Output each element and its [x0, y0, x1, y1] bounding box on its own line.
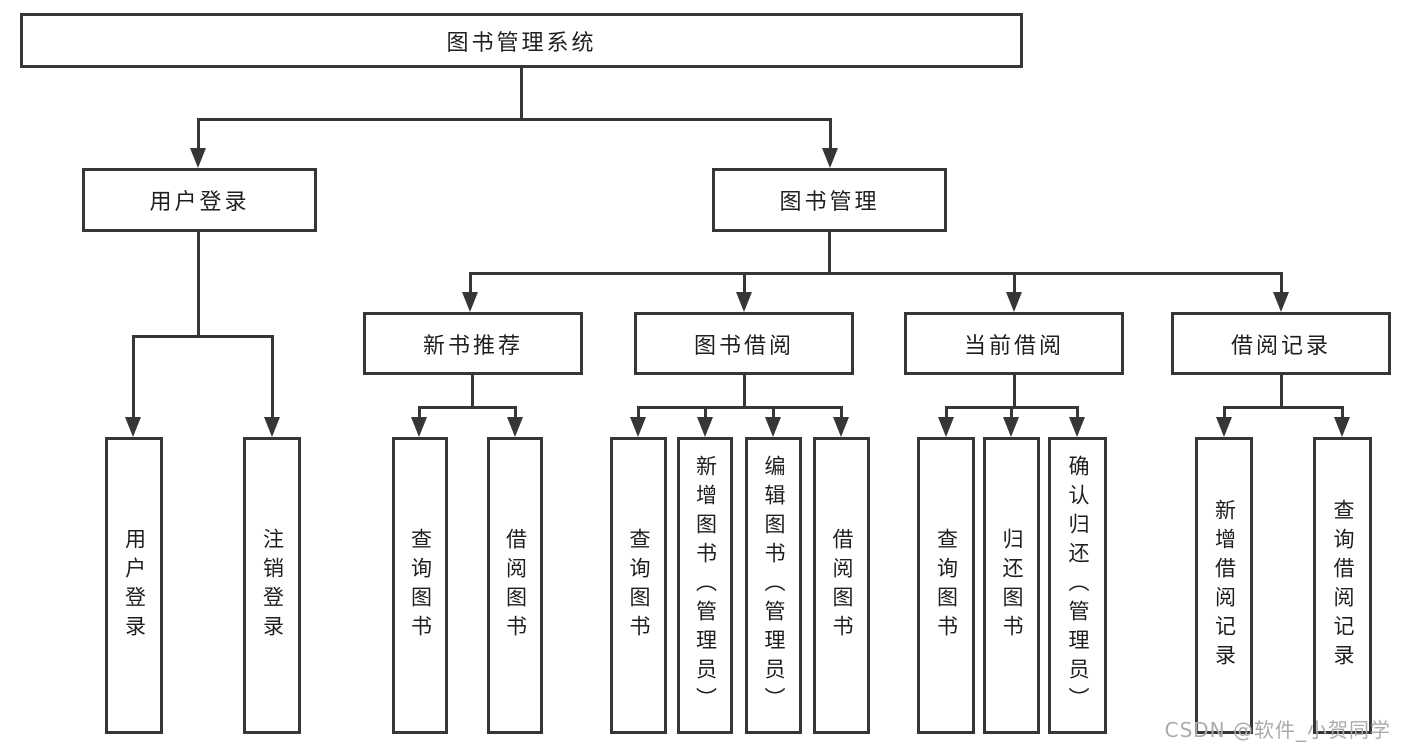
node-root-system: 图书管理系统: [20, 13, 1023, 68]
leaf-borrow-add-books-admin: 新增图书（管理员）: [677, 437, 733, 734]
connector-mgmt-drop: [469, 272, 472, 294]
connector-borrow-bar: [637, 406, 841, 409]
connector-current-drop: [945, 406, 948, 419]
connector-current-drop: [1076, 406, 1079, 419]
connector-mgmt-drop: [1013, 272, 1016, 294]
arrowhead-icon: [765, 417, 781, 437]
node-user-login: 用户登录: [82, 168, 317, 232]
connector-records-drop: [1223, 406, 1226, 419]
connector-borrow-stub: [743, 375, 746, 408]
connector-borrow-drop: [840, 406, 843, 419]
connector-login-drop: [132, 335, 135, 419]
connector-borrow-drop: [704, 406, 707, 419]
leaf-records-query-record: 查询借阅记录: [1313, 437, 1372, 734]
connector-login-bar: [132, 335, 274, 338]
arrowhead-icon: [411, 417, 427, 437]
arrowhead-icon: [736, 292, 752, 312]
arrowhead-icon: [822, 148, 838, 168]
connector-root-drop-left: [197, 118, 200, 150]
arrowhead-icon: [833, 417, 849, 437]
leaf-borrow-borrow-books: 借阅图书: [813, 437, 870, 734]
connector-mgmt-bar: [469, 272, 1283, 275]
arrowhead-icon: [630, 417, 646, 437]
connector-records-bar: [1223, 406, 1343, 409]
connector-borrow-drop: [772, 406, 775, 419]
arrowhead-icon: [1069, 417, 1085, 437]
arrowhead-icon: [125, 417, 141, 437]
connector-recommend-drop: [514, 406, 517, 419]
arrowhead-icon: [1003, 417, 1019, 437]
leaf-records-add-record: 新增借阅记录: [1195, 437, 1253, 734]
leaf-current-return-books: 归还图书: [983, 437, 1040, 734]
connector-recommend-bar: [418, 406, 517, 409]
leaf-borrow-query-books: 查询图书: [610, 437, 667, 734]
leaf-borrow-edit-books-admin: 编辑图书（管理员）: [745, 437, 802, 734]
node-current-borrowing: 当前借阅: [904, 312, 1124, 375]
arrowhead-icon: [1273, 292, 1289, 312]
csdn-watermark: CSDN @软件_小贺同学: [1164, 718, 1391, 742]
leaf-logout: 注销登录: [243, 437, 301, 734]
arrowhead-icon: [1006, 292, 1022, 312]
connector-root-drop-right: [829, 118, 832, 150]
arrowhead-icon: [1216, 417, 1232, 437]
node-book-management: 图书管理: [712, 168, 947, 232]
arrowhead-icon: [507, 417, 523, 437]
connector-mgmt-stub: [828, 232, 831, 274]
connector-records-stub: [1280, 375, 1283, 408]
connector-root-stub: [520, 68, 523, 118]
arrowhead-icon: [264, 417, 280, 437]
node-borrowing-records: 借阅记录: [1171, 312, 1391, 375]
connector-root-bar: [198, 118, 832, 121]
node-new-book-recommend: 新书推荐: [363, 312, 583, 375]
connector-mgmt-drop: [743, 272, 746, 294]
connector-borrow-drop: [637, 406, 640, 419]
connector-mgmt-drop: [1280, 272, 1283, 294]
arrowhead-icon: [697, 417, 713, 437]
connector-current-drop: [1010, 406, 1013, 419]
leaf-current-confirm-return-admin: 确认归还（管理员）: [1048, 437, 1107, 734]
connector-records-drop: [1341, 406, 1344, 419]
connector-recommend-drop: [418, 406, 421, 419]
leaf-recommend-borrow-books: 借阅图书: [487, 437, 543, 734]
arrowhead-icon: [190, 148, 206, 168]
node-book-borrowing: 图书借阅: [634, 312, 854, 375]
connector-current-stub: [1013, 375, 1016, 408]
leaf-current-query-books: 查询图书: [917, 437, 975, 734]
connector-login-drop: [271, 335, 274, 419]
arrowhead-icon: [938, 417, 954, 437]
leaf-recommend-query-books: 查询图书: [392, 437, 448, 734]
connector-login-stub: [197, 232, 200, 337]
leaf-user-login: 用户登录: [105, 437, 163, 734]
arrowhead-icon: [462, 292, 478, 312]
connector-recommend-stub: [471, 375, 474, 408]
arrowhead-icon: [1334, 417, 1350, 437]
